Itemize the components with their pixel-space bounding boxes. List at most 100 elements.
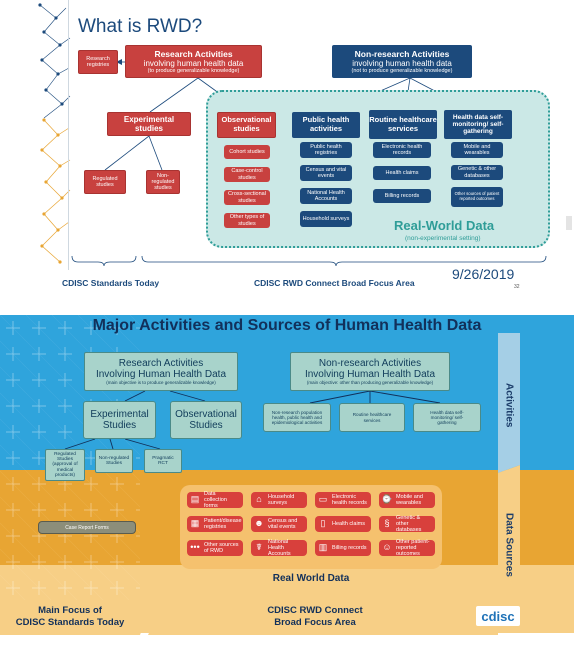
routine-healthcare-box: Routine healthcare services (339, 403, 405, 432)
data-source-chip: ▯ Health claims (315, 516, 371, 532)
data-source-label: Genetic & other databases (396, 514, 422, 534)
data-source-label: Health claims (332, 520, 366, 527)
public-health-item: National Health Accounts (300, 188, 352, 204)
public-health-item: Household surveys (300, 211, 352, 227)
nonresearch-sub: (main objective: other than producing ge… (306, 380, 434, 385)
experimental-line1: Experimental (90, 408, 149, 420)
np-population-health-box: Non-research population health, public h… (263, 403, 331, 432)
data-source-label: Mobile and wearables (396, 493, 423, 506)
experimental-line2: Studies (102, 420, 137, 431)
public-health-header: Public health activities (292, 112, 360, 138)
obs-item: Case-control studies (224, 167, 270, 182)
routine-item: Billing records (373, 189, 431, 203)
data-source-chip: ▭Electronic health records (315, 492, 371, 508)
self-gathering-header: Health data self-monitoring/ self-gather… (444, 110, 512, 139)
research-title: Research Activities (154, 49, 233, 59)
nonresearch-activities-box: Non-research Activities Involving Human … (290, 352, 450, 391)
dna-icon: § (384, 518, 390, 529)
nonresearch-line3: (not to produce generalizable knowledge) (351, 68, 453, 74)
grid-icon: ▦ (190, 518, 200, 529)
data-source-label: Other patient-reported outcomes (396, 538, 430, 558)
observational-studies-box: Observational Studies (170, 401, 242, 439)
network-decoration (38, 3, 71, 264)
routine-items: Electronic health records Health claims … (373, 142, 431, 203)
pragmatic-rct-box: Pragmatic RCT (144, 449, 182, 473)
person-chat-icon: ☺ (382, 542, 392, 553)
side-label-shapes (0, 333, 520, 635)
slide2-connectors (64, 390, 441, 450)
experimental-studies-box: Experimental Studies (83, 401, 156, 439)
public-health-item: Public health registries (300, 142, 352, 158)
clipboard-icon: ▤ (190, 494, 200, 505)
watch-icon: ⌚ (381, 494, 393, 505)
nonresearch-title2: Involving Human Health Data (304, 369, 436, 380)
self-gathering-item: Genetic & other databases (451, 165, 503, 180)
data-source-label: Electronic health records (332, 493, 367, 506)
research-sub: (main objective is to produce generaliza… (106, 380, 216, 385)
data-source-chip: ☻ Census and vital events (251, 516, 307, 532)
research-activities-box: Research Activities involving human heal… (125, 45, 262, 78)
slide-title: What is RWD? (78, 16, 203, 37)
data-source-chip: ••• Other sources of RWD (187, 540, 243, 556)
footer-broad-focus: CDISC RWD Connect Broad Focus Area (254, 278, 415, 288)
rwd-subtitle: (non-experimental setting) (405, 235, 481, 242)
data-source-label: Other sources of RWD (204, 541, 239, 554)
house-icon: ⌂ (256, 494, 262, 505)
data-source-label: Census and vital events (268, 517, 298, 530)
footer-left-line2: CDISC Standards Today (15, 616, 125, 628)
self-monitoring-box: Health data self-monitoring/ self-gather… (413, 403, 481, 432)
research-title2: Involving Human Health Data (95, 369, 227, 380)
slide2-title: Major Activities and Sources of Human He… (92, 317, 482, 334)
data-source-chip: ☺ Other patient-reported outcomes (379, 538, 435, 558)
receipt-icon: ▥ (318, 542, 328, 553)
caduceus-icon: ☤ (255, 542, 263, 553)
scrollbar-thumb[interactable] (566, 216, 572, 230)
footer-brackets (71, 255, 547, 267)
observational-studies-box: Observational studies (217, 112, 276, 138)
nonregulated-studies-box: Non-regulated studies (146, 170, 180, 194)
observational-items: Cohort studies Case-control studies Cros… (224, 145, 270, 228)
data-sources-side-label: Data Sources (503, 513, 515, 577)
data-source-label: Data collection forms (204, 490, 227, 510)
data-source-label: National Health Accounts (268, 538, 291, 558)
dots-icon: ••• (190, 542, 200, 553)
data-source-chip: ⌂ Household surveys (251, 492, 307, 508)
nonresearch-title: Non-research Activities (354, 49, 450, 59)
nonresearch-title1: Non-research Activities (318, 358, 422, 369)
observational-line2: Studies (189, 420, 223, 431)
data-source-chip: ⌚Mobile and wearables (379, 492, 435, 508)
slide-what-is-rwd: What is RWD? Research registries Researc… (0, 0, 574, 300)
footer-broad-focus: CDISC RWD Connect Broad Focus Area (160, 600, 470, 633)
slide-major-activities: Activities Data Sources Major Activities… (0, 315, 574, 635)
experimental-studies-box: Experimental studies (107, 112, 191, 136)
footer-right-line1: CDISC RWD Connect (267, 605, 363, 617)
divider-line (68, 0, 69, 270)
regulated-studies-box: Regulated Studies (approval of medical p… (45, 449, 85, 481)
data-source-chip: § Genetic & other databases (379, 514, 435, 534)
people-icon: ☻ (254, 518, 264, 529)
cdisc-logo-text: cdisc (481, 608, 515, 624)
research-line3: (to produce generalizable knowledge) (147, 68, 240, 74)
data-source-chip: ▤ Data collection forms (187, 490, 243, 510)
data-source-chip: ▥Billing records (315, 540, 371, 556)
rwd-label: Real World Data (272, 573, 350, 584)
footer-main-focus: Main Focus of CDISC Standards Today (0, 600, 140, 633)
nonregulated-studies-box: Non-regulated Studies (95, 449, 133, 473)
document-icon: ▯ (320, 518, 326, 529)
data-source-label: Household surveys (268, 493, 295, 506)
routine-item: Health claims (373, 166, 431, 180)
footer-right-line2: Broad Focus Area (274, 616, 356, 628)
cdisc-logo: cdisc (476, 606, 520, 626)
self-gathering-items: Mobile and wearables Genetic & other dat… (451, 142, 503, 207)
observational-line1: Observational (175, 408, 237, 420)
obs-item: Cross-sectional studies (224, 190, 270, 205)
obs-item: Other types of studies (224, 213, 270, 228)
routine-item: Electronic health records (373, 142, 431, 158)
data-source-label: Patient/disease registries (204, 517, 242, 530)
rwd-sources-grid: ▤ Data collection forms ⌂ Household surveys… (187, 490, 437, 558)
activities-side-label: Activities (503, 382, 515, 428)
data-source-chip: ☤ National Health Accounts (251, 538, 307, 558)
routine-healthcare-header: Routine healthcare services (369, 110, 437, 139)
nonresearch-line2: involving human health data (352, 59, 452, 68)
research-activities-box: Research Activities Involving Human Heal… (84, 352, 238, 391)
